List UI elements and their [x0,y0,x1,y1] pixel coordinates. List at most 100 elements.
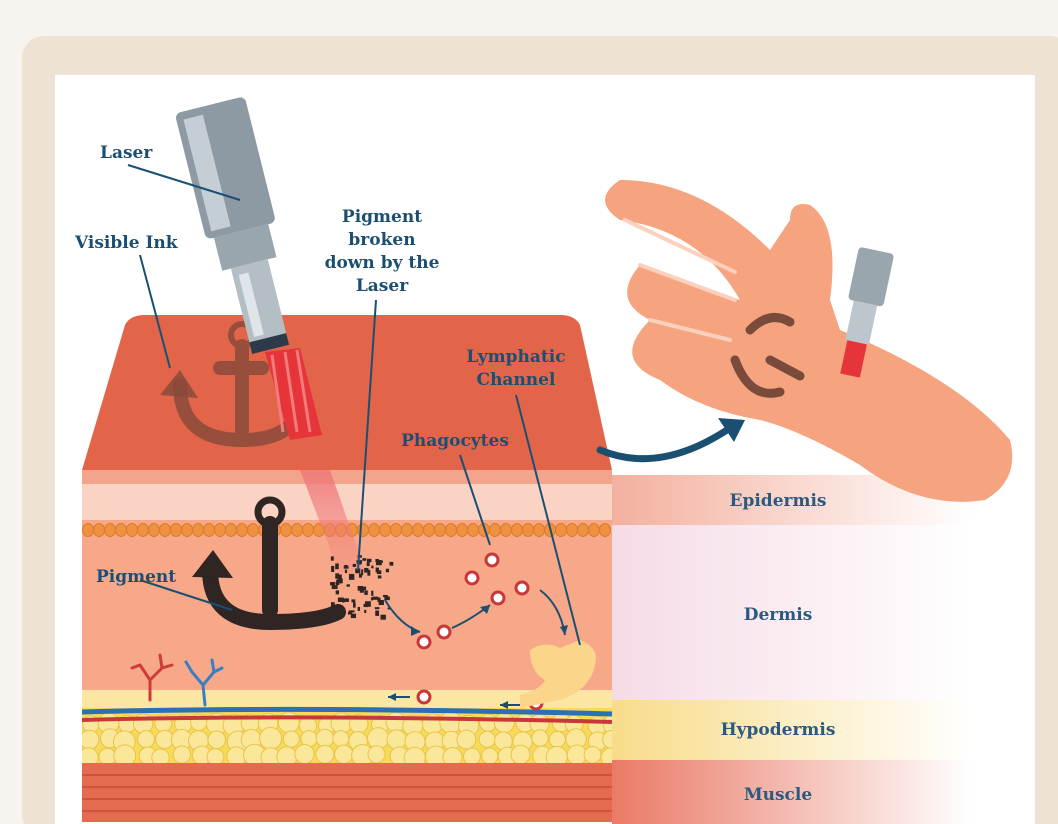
basal-cell [292,524,303,537]
basal-cell [468,524,479,537]
pigment-particle [375,607,380,609]
pigment-particle [372,597,378,600]
pigment-particle [331,556,334,560]
pigment-particle [376,568,379,573]
pigment-particle [359,561,361,565]
fat-cell [99,748,116,765]
pigment-particle [344,598,349,602]
pigment-particle [351,599,355,602]
phagocyte [492,592,504,604]
fat-cell [316,745,334,763]
muscle-layer [82,763,612,823]
fat-cell [479,731,495,747]
label-laser: Laser [100,143,153,163]
basal-cell [182,524,193,537]
pigment-particle [353,564,356,567]
basal-cell [556,524,567,537]
pigment-particle [358,586,364,591]
phagocyte [418,636,430,648]
fat-cell [386,712,406,732]
basal-cell [83,524,94,537]
basal-cell [457,524,468,537]
phagocyte [486,554,498,566]
pigment-particle [379,600,384,605]
pigment-particle [380,561,383,563]
fat-cell [457,730,476,749]
fat-cell [333,731,349,747]
basal-cell [369,524,380,537]
fat-cell [138,731,155,748]
pigment-particle [349,574,354,580]
label-epidermis: Epidermis [730,491,827,511]
pigment-particle [332,585,336,589]
basal-cell [567,524,578,537]
phagocyte [466,572,478,584]
label-hypodermis: Hypodermis [721,720,836,740]
pigment-particle [383,595,388,597]
basal-cell [391,524,402,537]
label-dermis: Dermis [744,605,813,625]
label-pigment-broken-3: down by the [325,253,440,273]
label-lymphatic-2: Channel [477,370,556,390]
basal-cell [248,524,259,537]
label-pigment: Pigment [96,567,176,587]
pigment-particle [345,570,347,573]
fat-cell [549,731,565,747]
pigment-particle [331,602,335,607]
pigment-particle [353,602,356,607]
pigment-particle [345,565,348,568]
fat-cell [511,745,530,764]
pigment-particle [362,558,366,561]
pigment-particle [349,610,355,612]
basal-cell [160,524,171,537]
pigment-particle [367,559,372,562]
label-phagocytes: Phagocytes [401,431,509,451]
basal-cell [105,524,116,537]
pigment-particle [364,610,366,613]
fat-cell [278,712,299,733]
fat-cell [208,731,226,749]
pigment-particle [361,569,363,575]
basal-cell [171,524,182,537]
basal-cell [578,524,589,537]
phagocyte [438,626,450,638]
fat-cell [316,729,334,747]
basal-cell [303,524,314,537]
fat-cell [482,748,498,764]
pigment-particle [364,590,367,595]
pigment-particle [389,562,393,566]
basal-cell [424,524,435,537]
pigment-particle [367,562,370,566]
fat-cell [440,711,462,733]
pigment-particle [358,607,360,611]
fat-cell [532,730,548,746]
fat-cell [368,746,385,763]
fat-cell [295,744,314,763]
pigment-particle [331,566,334,572]
basal-cell [281,524,292,537]
pigment-particle [371,591,373,596]
fat-cell [260,727,282,749]
pigment-particle [386,569,389,573]
basal-cell [501,524,512,537]
basal-cell [193,524,204,537]
pigment-particle [336,585,338,589]
label-pigment-broken-2: broken [348,230,415,250]
pigment-particle [347,584,350,586]
basal-cell [226,524,237,537]
fat-cell [584,746,601,763]
fat-cell [463,748,480,765]
basal-cell [116,524,127,537]
basal-cell [402,524,413,537]
pigment-particle [375,610,379,615]
fat-cell [80,730,99,749]
pigment-particle [367,570,370,576]
phagocyte [418,691,430,703]
fat-cell [283,731,299,747]
basal-cell [589,524,600,537]
basal-cell [446,524,457,537]
basal-cell [138,524,149,537]
fat-cell [335,745,353,763]
label-lymphatic-1: Lymphatic [466,347,565,367]
pigment-particle [380,615,385,620]
